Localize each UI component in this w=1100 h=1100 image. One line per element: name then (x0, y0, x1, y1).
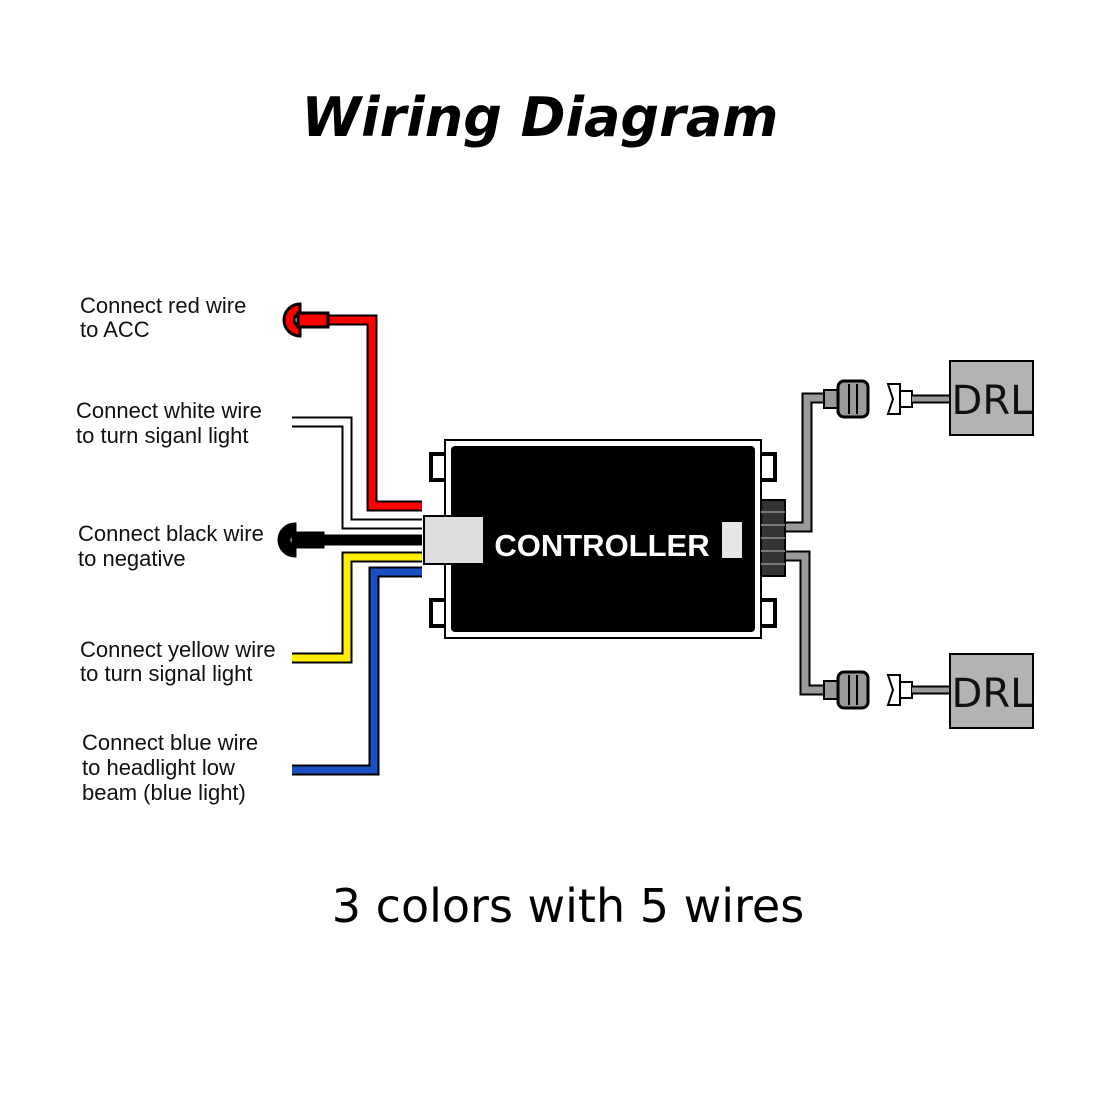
white-wire-label-line-2: to turn siganl light (76, 423, 248, 448)
red-wire (325, 314, 422, 512)
socket-top (886, 383, 950, 415)
drl-box-top: DRL (949, 360, 1034, 436)
white-wire-label-line-1: Connect white wire (76, 398, 262, 423)
blue-wire-label-line-2: to headlight low (82, 755, 235, 780)
black-wire-label: Connect black wire to negative (78, 521, 264, 571)
yellow-wire (292, 551, 422, 664)
blue-wire (292, 566, 422, 776)
page-title: Wiring Diagram (302, 86, 779, 149)
red-wire-label: Connect red wire to ACC (80, 293, 246, 342)
white-wire (292, 416, 422, 530)
output-wire-bottom (786, 550, 830, 696)
controller-label: CONTROLLER (494, 528, 709, 563)
red-wire-label-line-1: Connect red wire (80, 293, 246, 318)
white-wire-label: Connect white wire to turn siganl light (76, 398, 262, 448)
blue-wire-label-line-3: beam (blue light) (82, 780, 246, 805)
output-wire-top (786, 392, 830, 533)
red-ring-terminal (282, 302, 330, 338)
black-wire-label-line-2: to negative (78, 546, 186, 571)
black-ring-terminal (277, 522, 325, 558)
drl-label-top: DRL (952, 378, 1034, 424)
yellow-wire-label-line-2: to turn signal light (80, 661, 252, 686)
drl-box-bottom: DRL (949, 653, 1034, 729)
red-wire-label-line-2: to ACC (80, 317, 150, 342)
controller-unit (423, 439, 786, 639)
blue-wire-label: Connect blue wire to headlight low beam … (82, 730, 258, 805)
yellow-wire-label: Connect yellow wire to turn signal light (80, 637, 276, 686)
plug-top (823, 379, 870, 419)
plug-bottom (823, 670, 870, 710)
drl-label-bottom: DRL (952, 671, 1034, 717)
page-subtitle: 3 colors with 5 wires (332, 879, 804, 933)
socket-bottom (886, 674, 950, 706)
blue-wire-label-line-1: Connect blue wire (82, 730, 258, 755)
yellow-wire-label-line-1: Connect yellow wire (80, 637, 276, 662)
black-wire-label-line-1: Connect black wire (78, 521, 264, 546)
